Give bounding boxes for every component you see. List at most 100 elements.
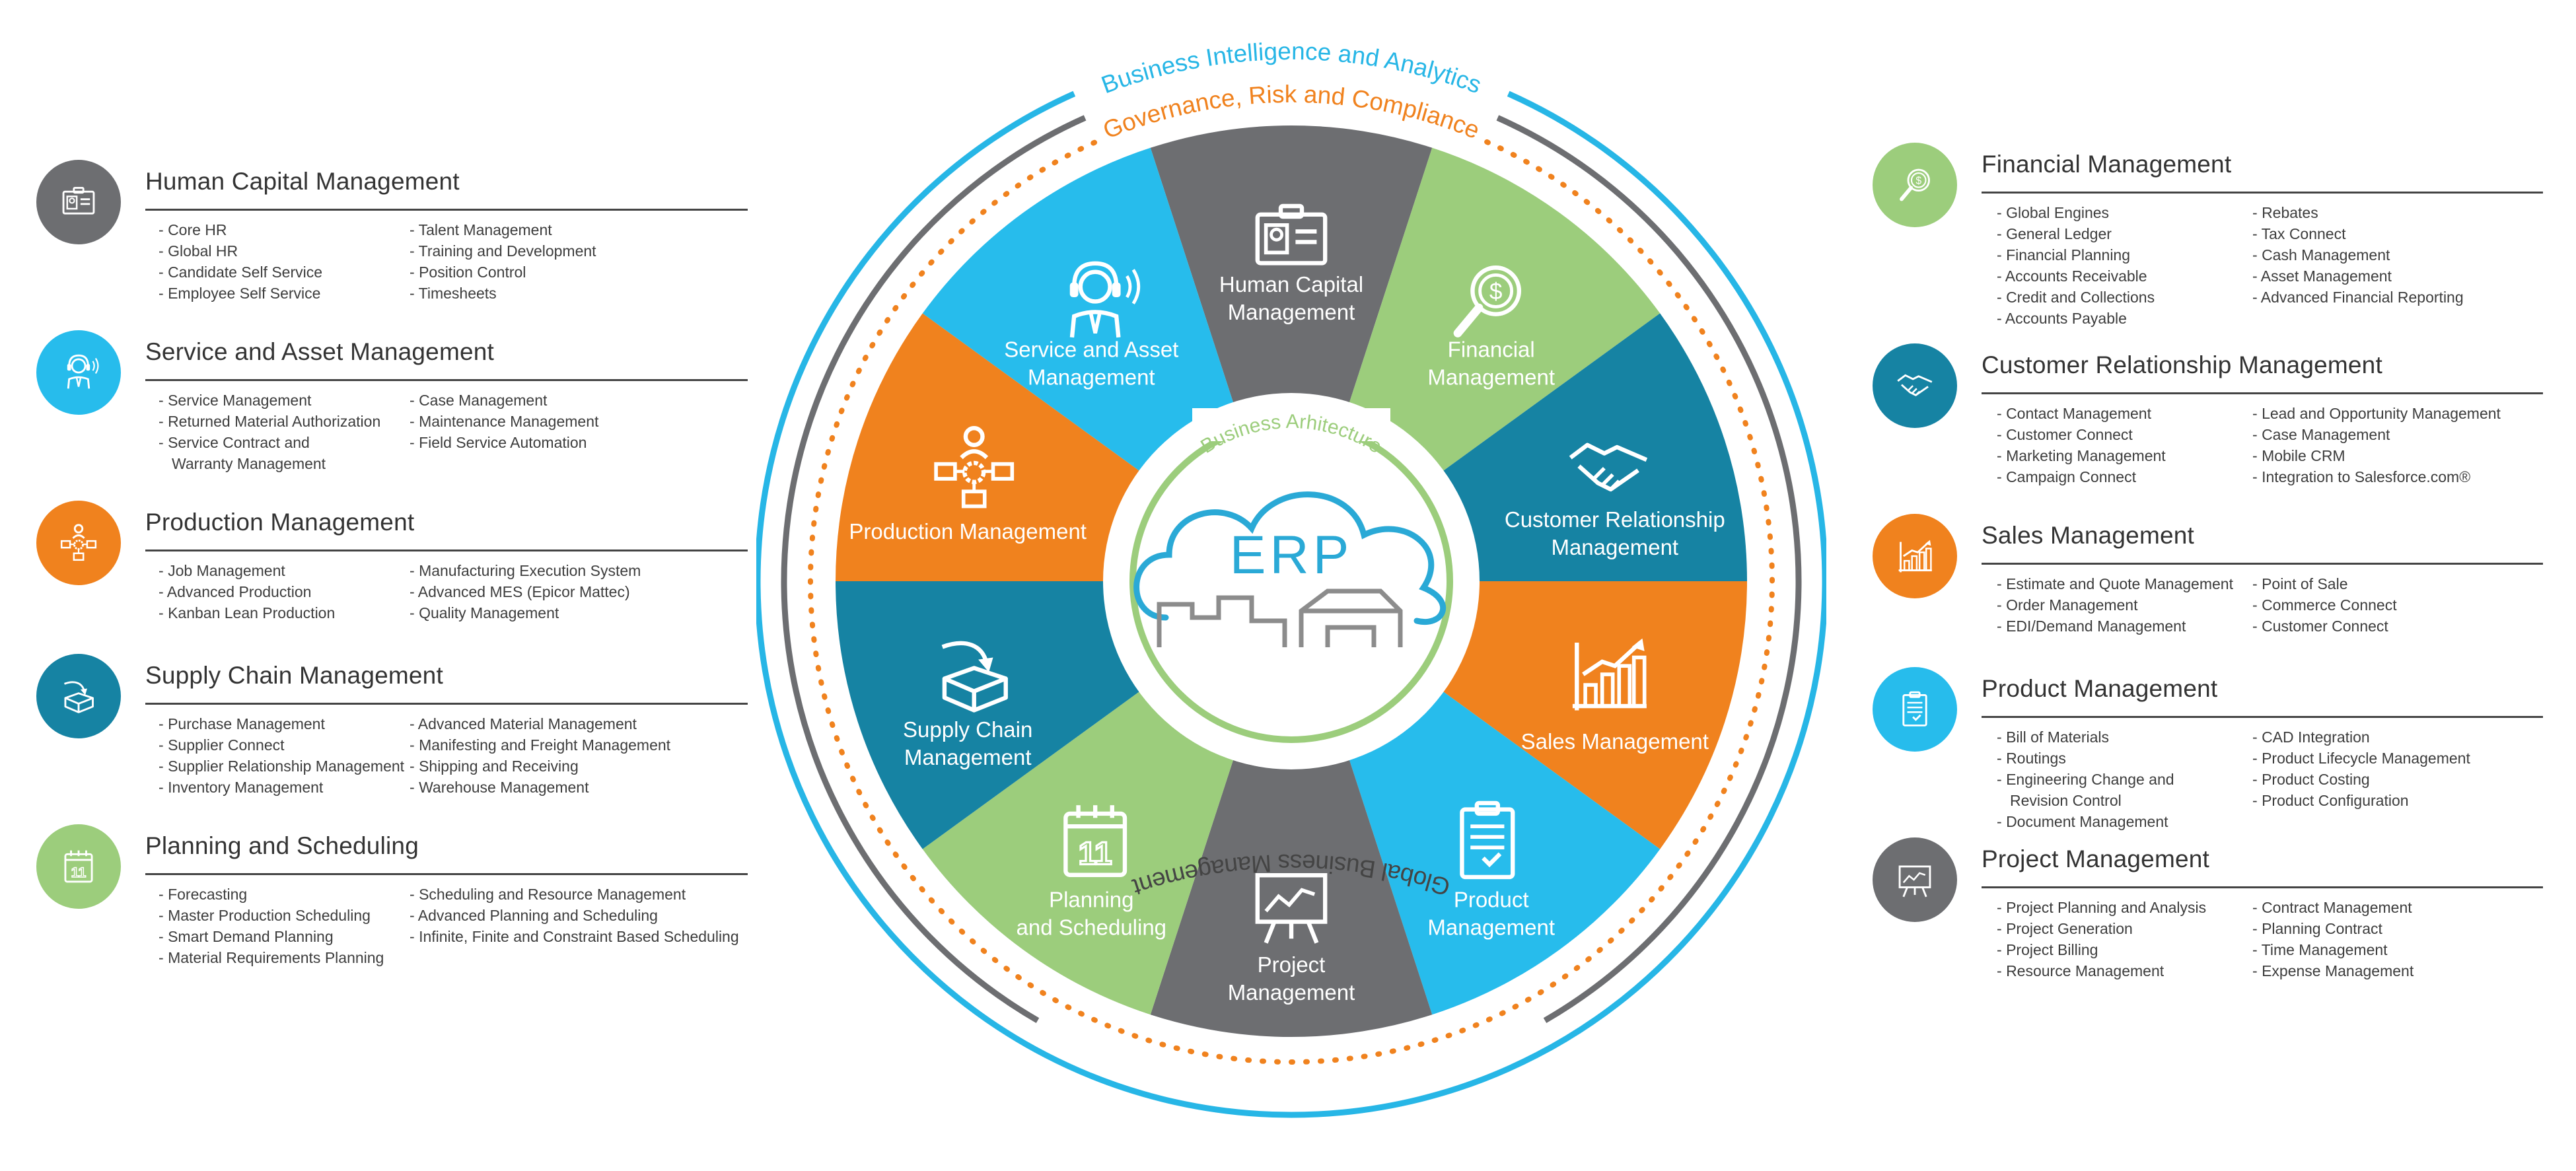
feature-item: Time Management [2252, 939, 2414, 960]
feature-item: Commerce Connect [2252, 594, 2397, 616]
feature-item: Supplier Connect [159, 734, 404, 756]
feature-list: Core HRGlobal HRCandidate Self ServiceEm… [159, 219, 322, 304]
feature-item: CAD Integration [2252, 727, 2470, 748]
module-divider [1982, 392, 2543, 394]
module-title: Product Management [1982, 675, 2218, 702]
feature-item: Warranty Management [172, 455, 326, 472]
magnifier-dollar-icon: $ [1873, 143, 1957, 227]
module-divider [145, 703, 748, 705]
feature-item: Kanban Lean Production [159, 602, 335, 623]
feature-item: Global HR [159, 240, 322, 262]
calendar-icon: 11 [1063, 805, 1127, 877]
feature-list: Contract ManagementPlanning ContractTime… [2252, 897, 2414, 981]
org-gear-icon [934, 425, 1015, 509]
feature-item: EDI/Demand Management [1997, 616, 2233, 637]
feature-item: Mobile CRM [2252, 445, 2501, 466]
feature-item: Credit and Collections [1997, 287, 2155, 308]
feature-item: Asset Management [2252, 266, 2464, 287]
module-title: Financial Management [1982, 151, 2232, 178]
feature-item: Employee Self Service [159, 283, 322, 304]
module-title: Sales Management [1982, 522, 2194, 549]
module-title: Project Management [1982, 845, 2210, 872]
module-title: Planning and Scheduling [145, 832, 419, 859]
feature-item: Marketing Management [1997, 445, 2166, 466]
ring-orange-dashed [808, 139, 1775, 1065]
feature-item: Manufacturing Execution System [410, 560, 641, 581]
feature-item: Material Requirements Planning [159, 947, 384, 968]
feature-list: Estimate and Quote ManagementOrder Manag… [1997, 573, 2233, 637]
feature-item: Core HR [159, 219, 322, 240]
headset-agent-icon [1069, 261, 1141, 338]
feature-item: Manifesting and Freight Management [410, 734, 670, 756]
feature-item: Resource Management [1997, 960, 2206, 981]
feature-item: Advanced MES (Epicor Mattec) [410, 581, 641, 602]
clipboard-icon [1873, 667, 1957, 752]
feature-item: Project Generation [1997, 918, 2206, 939]
feature-list: Point of SaleCommerce ConnectCustomer Co… [2252, 573, 2397, 637]
clipboard-icon [1460, 800, 1515, 880]
module-divider [145, 379, 748, 381]
erp-label: ERP [1230, 525, 1353, 585]
feature-item: Supplier Relationship Management [159, 756, 404, 777]
feature-item: Engineering Change and [1997, 769, 2174, 790]
feature-item: Integration to Salesforce.com® [2252, 466, 2501, 487]
headset-agent-icon [36, 330, 121, 415]
feature-item: Routings [1997, 748, 2174, 769]
wheel-segment [1150, 125, 1433, 582]
feature-item: Advanced Production [159, 581, 335, 602]
box-arrow-icon [36, 654, 121, 738]
wheel-segment [1150, 581, 1433, 1038]
store-icon [1299, 588, 1403, 647]
feature-item: General Ledger [1997, 223, 2155, 244]
wheel-label: Production Management [849, 519, 1087, 544]
module-divider [1982, 563, 2543, 565]
feature-item: Revision Control [2010, 792, 2122, 809]
feature-list: Case ManagementMaintenance ManagementFie… [410, 390, 598, 453]
feature-item: Expense Management [2252, 960, 2414, 981]
feature-item: Advanced Material Management [410, 713, 670, 734]
module-title: Customer Relationship Management [1982, 351, 2382, 378]
feature-item: Contract Management [2252, 897, 2414, 918]
feature-list: Bill of MaterialsRoutingsEngineering Cha… [1997, 727, 2174, 832]
org-gear-icon [36, 501, 121, 585]
feature-item: Rebates [2252, 202, 2464, 223]
feature-item: Inventory Management [159, 777, 404, 798]
id-card-icon [36, 160, 121, 244]
feature-item: Financial Planning [1997, 244, 2155, 266]
module-title: Production Management [145, 509, 415, 536]
feature-item: Product Costing [2252, 769, 2470, 790]
bar-chart-icon [1572, 638, 1647, 711]
module-title: Service and Asset Management [145, 338, 495, 365]
module-title: Supply Chain Management [145, 662, 443, 689]
presentation-board-icon [1255, 873, 1328, 944]
feature-list: Lead and Opportunity ManagementCase Mana… [2252, 403, 2501, 487]
feature-item: Planning Contract [2252, 918, 2414, 939]
feature-item: Document Management [1997, 811, 2174, 832]
feature-item: Quality Management [410, 602, 641, 623]
handshake-icon [1569, 443, 1648, 492]
presentation-board-icon [1873, 837, 1957, 922]
feature-item: Accounts Payable [1997, 308, 2155, 329]
feature-item: Forecasting [159, 884, 384, 905]
feature-item: Shipping and Receiving [410, 756, 670, 777]
ring-gray-right [1496, 115, 1802, 1024]
feature-item: Cash Management [2252, 244, 2464, 266]
feature-item: Maintenance Management [410, 411, 598, 432]
module-divider [145, 873, 748, 875]
feature-item: Job Management [159, 560, 335, 581]
feature-item: Accounts Receivable [1997, 266, 2155, 287]
feature-item: Talent Management [410, 219, 596, 240]
outer-ring-blue [756, 90, 1826, 1118]
calendar-icon: 11 [36, 824, 121, 909]
feature-item: Smart Demand Planning [159, 926, 384, 947]
feature-item: Product Lifecycle Management [2252, 748, 2470, 769]
feature-list: Project Planning and AnalysisProject Gen… [1997, 897, 2206, 981]
feature-item: Estimate and Quote Management [1997, 573, 2233, 594]
